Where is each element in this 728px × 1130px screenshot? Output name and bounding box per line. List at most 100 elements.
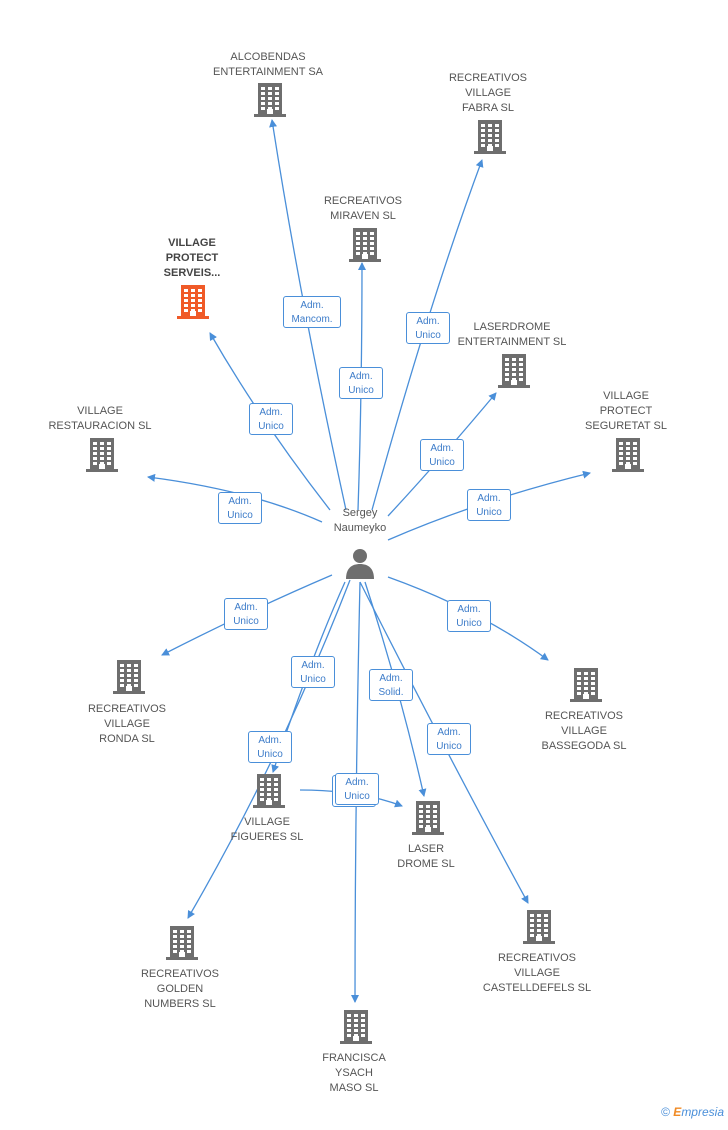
company-label-line: VILLAGE <box>465 87 511 99</box>
company-label-line: VILLAGE <box>561 725 607 737</box>
relation-tag-line: Unico <box>348 385 374 396</box>
building-icon[interactable] <box>570 668 602 702</box>
building-icon[interactable] <box>253 774 285 808</box>
relation-tag-village-protect-seguretat[interactable]: Adm. Unico <box>467 489 511 521</box>
relation-tag-line: Adm. <box>379 673 403 684</box>
company-label-line: VILLAGE <box>244 816 290 828</box>
building-icon[interactable] <box>166 926 198 960</box>
relation-tag-line: Unico <box>344 791 370 802</box>
company-label-line: LASERDROME <box>473 321 551 333</box>
company-label-line: VILLAGE <box>603 390 649 402</box>
company-label-line: ENTERTAINMENT SA <box>212 66 324 78</box>
relation-tag-village-bassegoda[interactable]: Adm.Unico <box>447 600 491 632</box>
relation-tag-line: Adm. <box>416 316 440 327</box>
relation-tag-line: Unico <box>227 510 253 521</box>
relation-tag-alcobendas[interactable]: Adm.Mancom. <box>283 296 341 328</box>
person-icon[interactable] <box>344 547 376 579</box>
relation-tag-line: Unico <box>456 618 482 629</box>
company-label-miraven[interactable]: RECREATIVOS MIRAVEN SL <box>288 194 438 224</box>
company-label-line: NUMBERS SL <box>144 998 216 1010</box>
company-label-line: RONDA SL <box>99 733 155 745</box>
relation-tag-line: Adm. <box>437 727 461 738</box>
building-icon[interactable] <box>254 83 286 117</box>
relation-tag-village-ronda[interactable]: Adm. Unico <box>224 598 268 630</box>
relation-tag-line: Adm. <box>300 300 324 311</box>
company-label-line: GOLDEN <box>156 983 204 995</box>
relation-tag-line: Solid. <box>378 687 404 698</box>
relation-tag-village-restauracion[interactable]: Adm.Unico <box>218 492 262 524</box>
building-icon[interactable] <box>474 120 506 154</box>
relation-tag-line: Unico <box>257 749 283 760</box>
company-label-laser-drome[interactable]: LASER DROME SL <box>351 842 501 872</box>
building-icon[interactable] <box>349 228 381 262</box>
company-label-village-restauracion[interactable]: VILLAGE RESTAURACION SL <box>25 404 175 434</box>
company-label-line: VILLAGE <box>77 405 123 417</box>
company-label-village-protect-serveis[interactable]: VILLAGE PROTECT SERVEIS... <box>117 236 267 281</box>
building-icon[interactable] <box>412 801 444 835</box>
relation-tag-line: Adm. <box>349 371 373 382</box>
company-label-alcobendas[interactable]: ALCOBENDAS ENTERTAINMENT SA <box>193 50 343 80</box>
company-label-line: CASTELLDEFELS SL <box>482 982 592 994</box>
relation-tag-line: Adm. <box>430 443 454 454</box>
relation-tag-line: Adm. <box>259 407 283 418</box>
company-label-line: FRANCISCA <box>322 1052 386 1064</box>
copyright-mark: © <box>661 1105 670 1119</box>
company-label-line: MIRAVEN SL <box>330 210 396 222</box>
company-label-golden-numbers[interactable]: RECREATIVOS GOLDEN NUMBERS SL <box>105 967 255 1012</box>
company-label-line: RECREATIVOS <box>497 952 577 964</box>
relation-tag-line: Adm. <box>234 602 258 613</box>
company-label-line: DROME SL <box>397 858 455 870</box>
relation-tag-line: Adm. <box>345 777 369 788</box>
building-icon[interactable] <box>523 910 555 944</box>
relation-tag-village-castelldefels[interactable]: Adm. Unico <box>427 723 471 755</box>
relation-tag-line: Adm. <box>477 493 501 504</box>
relation-tag-village-fabra[interactable]: Adm.Unico <box>406 312 450 344</box>
company-label-line: VILLAGE <box>168 237 216 249</box>
building-icon[interactable] <box>612 438 644 472</box>
company-label-line: YSACH <box>335 1067 373 1079</box>
person-name: Sergey Naumeyko <box>300 506 420 536</box>
building-icon[interactable] <box>340 1010 372 1044</box>
relation-tag-line: Unico <box>476 507 502 518</box>
relation-tag-line: Unico <box>300 674 326 685</box>
relation-tag-village-protect-serveis[interactable]: Adm. Unico <box>249 403 293 435</box>
relation-tag-line: Unico <box>429 457 455 468</box>
company-label-line: RECREATIVOS <box>140 968 220 980</box>
building-icon[interactable] <box>86 438 118 472</box>
company-label-line: SERVEIS... <box>163 267 221 279</box>
company-label-line: PROTECT <box>165 252 219 264</box>
company-label-village-figueres[interactable]: VILLAGE FIGUERES SL <box>192 815 342 845</box>
company-label-line: ENTERTAINMENT SL <box>457 336 567 348</box>
relation-tag-line: Unico <box>233 616 259 627</box>
company-label-line: SEGURETAT SL <box>585 420 667 432</box>
relation-tag-golden-numbers[interactable]: Adm.Unico <box>291 656 335 688</box>
company-label-line: RECREATIVOS <box>448 72 528 84</box>
company-label-line: ALCOBENDAS <box>230 51 306 63</box>
relation-tag-laser-drome[interactable]: Adm. Solid. <box>369 669 413 701</box>
company-label-line: LASER <box>407 843 445 855</box>
relation-tag-line: Unico <box>436 741 462 752</box>
company-label-line: FIGUERES SL <box>230 831 304 843</box>
relation-tag-miraven[interactable]: Adm. Unico <box>339 367 383 399</box>
relation-tag-laserdrome-entertainment[interactable]: Adm. Unico <box>420 439 464 471</box>
company-label-line: RECREATIVOS <box>323 195 403 207</box>
company-label-line: BASSEGODA SL <box>541 740 627 752</box>
company-label-line: RECREATIVOS <box>87 703 167 715</box>
relation-tag-village-figueres[interactable]: Adm.Unico <box>248 731 292 763</box>
person-name-line: Sergey <box>342 507 378 519</box>
relation-tag-laser-drome[interactable]: Adm. Unico <box>335 773 379 805</box>
building-icon[interactable] <box>113 660 145 694</box>
company-label-line: RESTAURACION SL <box>48 420 152 432</box>
empresia-logo-letter: E <box>673 1105 682 1119</box>
building-icon[interactable] <box>177 285 209 319</box>
building-icon[interactable] <box>498 354 530 388</box>
relation-tag-line: Unico <box>258 421 284 432</box>
company-label-laserdrome-entertainment[interactable]: LASERDROME ENTERTAINMENT SL <box>437 320 587 350</box>
